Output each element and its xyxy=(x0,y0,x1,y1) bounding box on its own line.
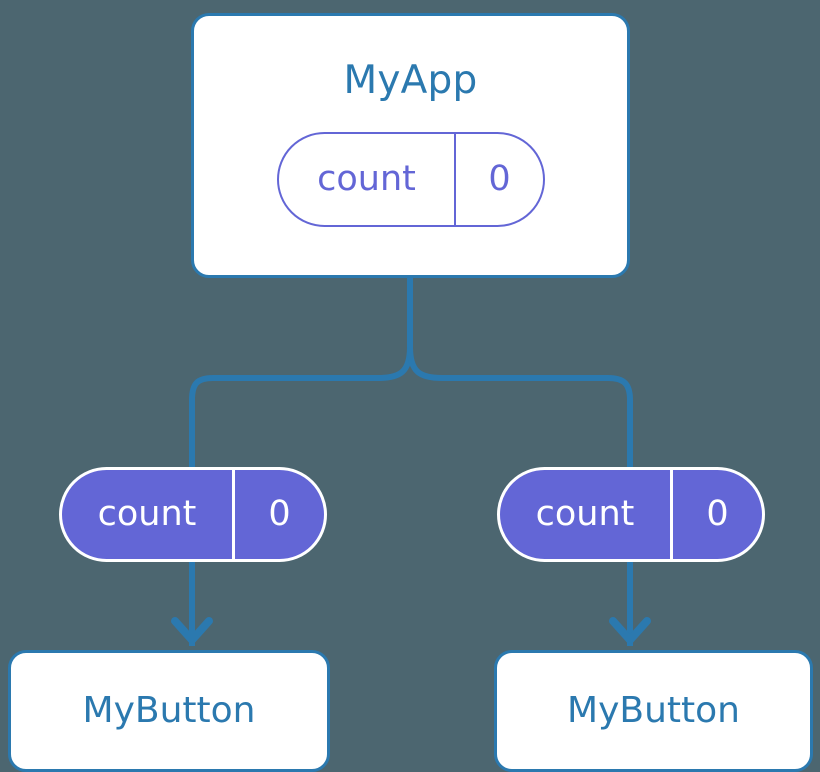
component-label-mybutton-right: MyButton xyxy=(567,690,740,731)
state-key-label: count xyxy=(62,470,235,559)
state-key-label: count xyxy=(279,134,456,225)
state-pill-child-right[interactable]: count 0 xyxy=(497,467,765,562)
arrow-head-down-icon xyxy=(171,617,213,644)
arrow-head-down-icon xyxy=(609,617,651,644)
state-value-label: 0 xyxy=(488,159,511,199)
state-key-label: count xyxy=(500,470,673,559)
state-pill-myapp[interactable]: count 0 xyxy=(277,132,545,227)
component-label-myapp: MyApp xyxy=(343,58,478,103)
state-value-label: 0 xyxy=(706,494,729,534)
component-label-mybutton-left: MyButton xyxy=(82,690,256,731)
component-node-mybutton-left[interactable]: MyButton xyxy=(8,650,330,772)
connector-branch-left xyxy=(189,346,413,467)
state-value-label: 0 xyxy=(268,494,291,534)
component-node-mybutton-right[interactable]: MyButton xyxy=(494,650,813,772)
state-pill-child-left[interactable]: count 0 xyxy=(59,467,327,562)
connector-branch-right xyxy=(407,346,633,467)
